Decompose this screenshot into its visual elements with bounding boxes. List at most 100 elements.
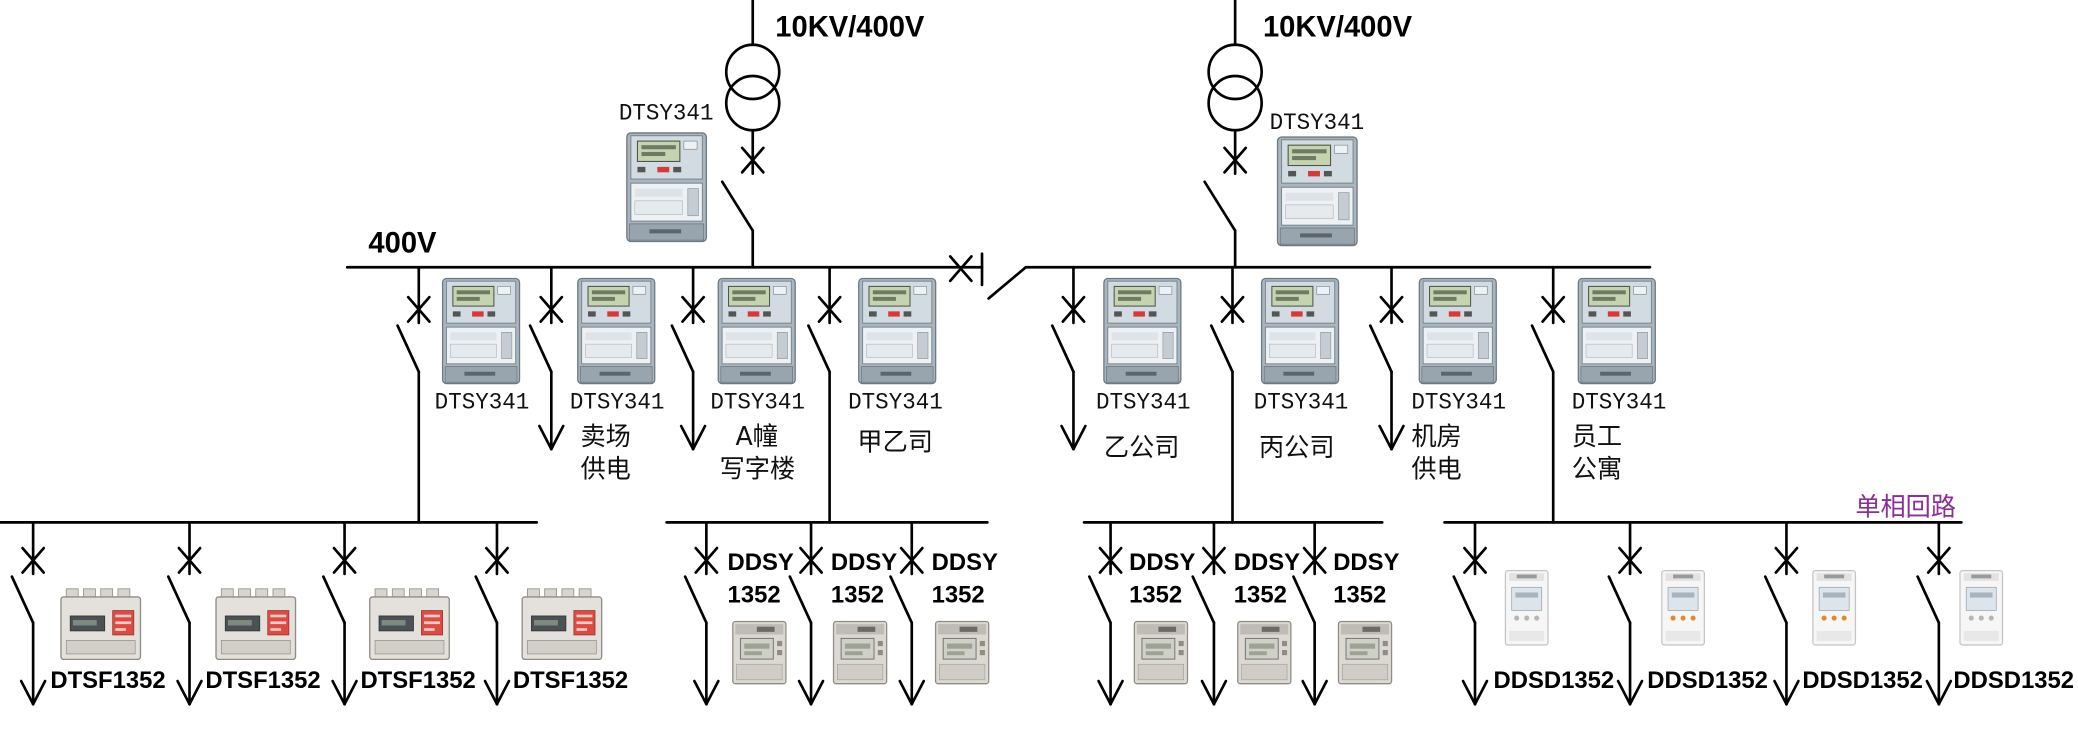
feeder-2-load-line-2: 供电 [580,454,630,484]
feeder-6-switch-blade [1209,324,1234,374]
branch-2-2-meter-label-line-2: 1352 [831,581,884,608]
incomer-1-switch-blade [720,180,755,233]
branch-4-4-meter-label: DDSD1352 [1953,667,2074,694]
feeder-8-switch-blade [1530,324,1555,374]
feeder-5-load-arrow-right [1072,424,1087,451]
branch-4-2-meter-label: DDSD1352 [1647,667,1768,694]
feeder-3-meter-icon [717,277,796,385]
branch-2-2-load-arrow-right [809,679,825,706]
branch-2-3-load-arrow-right [910,679,926,706]
branch-4-3-switch-blade [1763,575,1788,625]
branch-2-2-meter-label-line-1: DDSY [831,549,897,576]
bus-tie-breaker-cross-b [948,255,973,283]
branch-3-2-meter-icon [1237,620,1292,685]
feeder-2-breaker-cross-b [539,295,564,323]
branch-1-2-meter-label: DTSF1352 [205,667,320,694]
feeder-8-meter-icon [1577,277,1656,385]
branch-1-4-switch-blade [474,575,499,625]
feeder-2-switch-blade [528,324,553,374]
feeder-5-load-label: 乙公司 [1104,433,1180,463]
feeder-1-meter-icon [441,277,521,385]
branch-3-3-meter-icon [1337,620,1393,685]
feeder-6-load-label: 丙公司 [1259,433,1335,463]
feeder-3-switch-blade [670,324,695,374]
branch-3-3-breaker-cross-b [1302,546,1327,574]
branch-1-2-meter-icon [215,588,297,661]
branch-2-1-meter-label-line-1: DDSY [728,549,794,576]
feeder-7-breaker-cross-b [1379,295,1404,323]
feeder-3-load-arrow-left [679,424,695,451]
branch-3-2-load-arrow-left [1200,679,1216,706]
feeder-7-load-arrow-right [1390,424,1405,451]
branch-3-1-switch-blade [1088,575,1112,625]
branch-4-3-breaker-cross-b [1774,546,1799,574]
branch-1-4-load-arrow-left [483,679,499,706]
feeder-7-load-line-2: 供电 [1411,454,1461,484]
branch-1-4-meter-icon [521,588,603,661]
branch-4-4-breaker-cross-b [1926,546,1951,574]
incomer-1-meter-icon [626,132,708,243]
feeder-2-meter-label: DTSY341 [570,389,665,415]
branch-3-1-load-arrow-left [1097,679,1112,706]
branch-3-3-load-arrow-right [1313,679,1328,706]
branch-4-1-meter-label: DDSD1352 [1494,667,1615,694]
branch-4-3-load-arrow-right [1785,679,1800,706]
branch-1-4-breaker-cross-b [485,546,509,574]
branch-1-1-switch-blade [10,575,35,625]
branch-2-2-switch-blade [788,575,813,625]
branch-4-3-meter-label: DDSD1352 [1802,667,1923,694]
branch-3-3-switch-blade [1292,575,1316,625]
branch-3-1-meter-label-line-2: 1352 [1129,581,1182,608]
feeder-7-load-line-1: 机房 [1411,422,1461,452]
branch-4-4-load-arrow-left [1925,679,1941,706]
branch-3-1-load-arrow-right [1109,679,1124,706]
branch-4-1-meter-icon [1504,569,1549,646]
branch-2-1-switch-blade [683,575,708,625]
branch-3-3-meter-label-line-1: DDSY [1333,549,1399,576]
branch-1-3-switch-blade [322,575,346,625]
branch-2-2-load-arrow-left [797,679,813,706]
branch-2-1-breaker-cross-b [694,546,719,574]
branch-3-3-load-arrow-left [1301,679,1316,706]
feeder-8-meter-label: DTSY341 [1572,389,1667,415]
feeder-7-switch-blade [1368,324,1393,374]
incomer-1-meter-label: DTSY341 [619,100,714,126]
bus-voltage-label: 400V [368,226,436,259]
branch-1-1-load-arrow-right [31,679,47,706]
feeder-1-switch-blade [396,324,421,374]
feeder-7-meter-icon [1418,277,1497,385]
branch-2-1-meter-label-line-2: 1352 [728,581,781,608]
feeder-5-breaker-cross-b [1061,295,1086,323]
branch-1-3-breaker-cross-b [332,546,357,574]
branch-2-3-load-arrow-left [898,679,914,706]
transformer-1-rating: 10KV/400V [775,10,924,43]
feeder-3-load-line-1: A幢 [736,422,778,452]
feeder-5-load-arrow-left [1060,424,1075,451]
incomer-1-breaker-cross-b [740,146,765,174]
feeder-5-meter-icon [1103,277,1182,385]
feeder-2-meter-icon [577,277,656,385]
branch-2-3-switch-blade [889,575,914,625]
branch-4-3-load-arrow-left [1773,679,1788,706]
branch-4-3-meter-icon [1812,569,1857,646]
incomer-2-transformer-primary-winding [1207,43,1263,101]
feeder-4-switch-blade [807,324,831,374]
feeder-1-meter-label: DTSY341 [435,389,530,415]
feeder-2-load-line-1: 卖场 [580,422,630,452]
branch-1-2-switch-blade [166,575,191,625]
branch-4-1-load-arrow-right [1473,679,1489,706]
incomer-1-transformer-primary-winding [724,43,781,101]
branch-1-2-load-arrow-left [176,679,191,706]
branch-1-2-load-arrow-right [188,679,203,706]
branch-3-1-meter-icon [1133,620,1189,685]
branch-2-3-breaker-cross-b [899,546,924,574]
branch-4-1-breaker-cross-b [1463,546,1487,574]
wiring [0,0,1963,706]
branch-2-2-meter-icon [832,620,888,685]
feeder-6-breaker-cross-b [1220,295,1245,323]
feeder-3-load-arrow-right [691,424,707,451]
feeder-4-load-label: 甲乙司 [857,427,933,457]
feeder-1-breaker-cross-b [406,295,431,323]
feeder-6-meter-icon [1260,277,1340,385]
